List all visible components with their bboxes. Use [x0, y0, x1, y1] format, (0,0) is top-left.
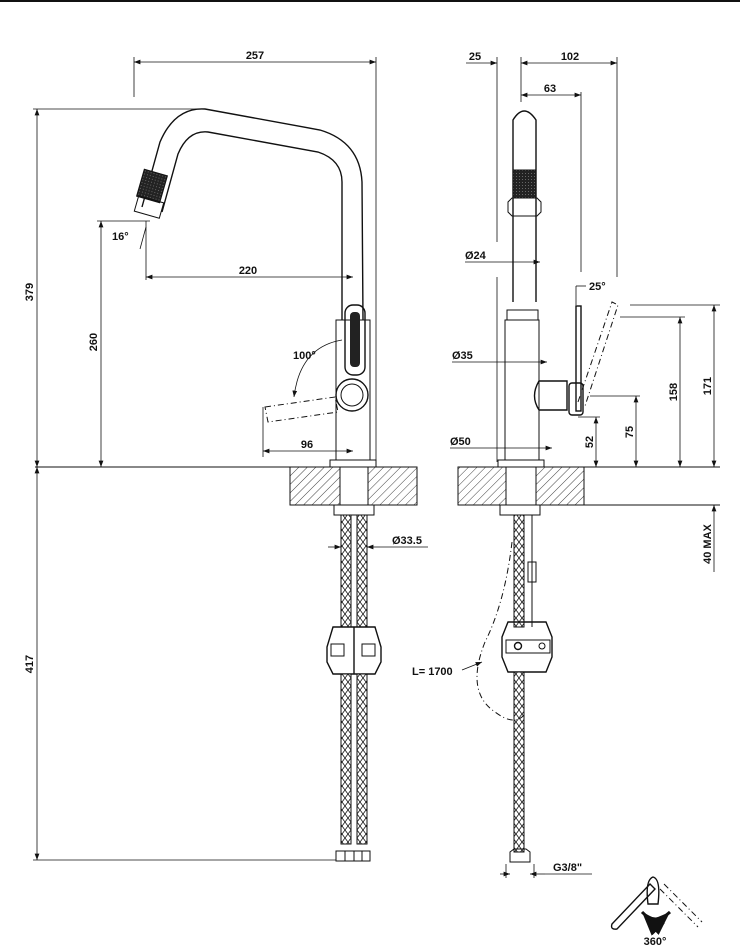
- countertop-section-left: [457, 466, 507, 506]
- dim-label-overall-width: 257: [246, 50, 264, 62]
- rotation-360-icon: 360°: [610, 876, 703, 948]
- dim-100-arc: [292, 339, 343, 398]
- hose-left-upper: [340, 514, 352, 628]
- body: [504, 319, 540, 461]
- dim-label-connection-thread: G3/8": [553, 862, 582, 874]
- aerator-knurl: [135, 168, 169, 204]
- spout-outer: [141, 108, 364, 321]
- hose-weight: [501, 621, 553, 673]
- spout-inner: [161, 131, 343, 320]
- hose-weight-slot-left: [330, 643, 345, 657]
- dim-label-handle-reach: 96: [301, 439, 313, 451]
- hose-right-lower: [356, 673, 368, 845]
- handle-lever: [344, 304, 366, 376]
- dim-label-lever-max-height: 171: [702, 377, 714, 395]
- dim-label-base-diameter: Ø50: [450, 436, 471, 448]
- side-view: 25 102 63 Ø24 Ø35 Ø50 25° 52 75 158 171 …: [412, 51, 720, 878]
- aerator-nut: [133, 195, 165, 219]
- spout-axis: [139, 226, 147, 250]
- hose-weight-slot-right: [361, 643, 376, 657]
- hose-extended-path: [476, 541, 526, 721]
- aerator-knurl: [512, 169, 537, 199]
- dim-label-spout-height: 260: [88, 333, 100, 351]
- hose-left-lower: [340, 673, 352, 845]
- dim-label-offset-back: 25: [469, 51, 481, 63]
- dim-label-hose-length: L= 1700: [412, 666, 453, 678]
- handle-cap: [568, 382, 584, 416]
- connection-nut: [509, 848, 531, 863]
- hose-fittings: [335, 850, 371, 862]
- dim-label-spout-angle: 16°: [112, 231, 129, 243]
- dim-label-spout-diameter: Ø24: [465, 250, 487, 262]
- spout: [512, 110, 537, 302]
- hose-lower: [513, 671, 525, 853]
- dim-label-hose-diameter: Ø33.5: [392, 535, 422, 547]
- handle-alt-position: [264, 396, 339, 423]
- dim-label-handle-rotation: 100°: [293, 350, 316, 362]
- aerator-nut: [507, 197, 542, 217]
- handle-pivot: [335, 378, 369, 412]
- spout-collar: [506, 309, 539, 321]
- handle-alt-position: [577, 301, 619, 407]
- handle-pivot-inner: [340, 383, 364, 407]
- base-flange: [497, 459, 545, 468]
- dim-1700-leader: [461, 661, 483, 671]
- dim-label-spout-reach: 220: [239, 265, 257, 277]
- countertop-section-right: [535, 466, 585, 506]
- hose-weight: [326, 626, 382, 675]
- dim-label-handle-top-height: 158: [668, 383, 680, 401]
- rotation-lever-left: [610, 882, 656, 930]
- hose-right-upper: [356, 514, 368, 628]
- dim-label-below-deck: 417: [24, 655, 36, 673]
- dim-label-handle-height-min: 52: [584, 436, 596, 448]
- front-view: 257 379 260 16° 220 100° 96 Ø33.5 417: [24, 50, 428, 862]
- dim-label-deck-thickness: 40 MAX: [702, 523, 714, 563]
- rotation-label: 360°: [644, 936, 667, 948]
- base-flange: [329, 459, 377, 468]
- dim-label-body-diameter: Ø35: [452, 350, 473, 362]
- shank: [505, 466, 537, 506]
- handle-boss: [533, 380, 568, 411]
- dim-label-handle-pivot-height: 75: [624, 426, 636, 438]
- countertop-section-right: [367, 466, 418, 506]
- dim-label-spout-to-handle: 63: [544, 83, 556, 95]
- dim-label-overall-height: 379: [24, 283, 36, 301]
- hose-weight-screw: [538, 642, 546, 650]
- dim-label-handle-angle: 25°: [589, 281, 606, 293]
- dim-label-overall-depth: 102: [561, 51, 579, 63]
- handle-lever-insert: [350, 312, 360, 367]
- countertop-section-left: [289, 466, 341, 506]
- rotation-lever-right-dashed: [659, 883, 703, 928]
- hose-upper: [513, 514, 525, 628]
- rotation-lever-center: [646, 876, 660, 905]
- pipe-fitting: [527, 561, 537, 583]
- shank: [339, 466, 369, 506]
- rotation-arrow-icon: [640, 910, 672, 936]
- handle-lever: [575, 305, 582, 412]
- lock-nut: [333, 504, 375, 516]
- lock-nut: [499, 504, 541, 516]
- hose-weight-screw: [513, 641, 523, 651]
- hose-weight-band: [505, 639, 551, 654]
